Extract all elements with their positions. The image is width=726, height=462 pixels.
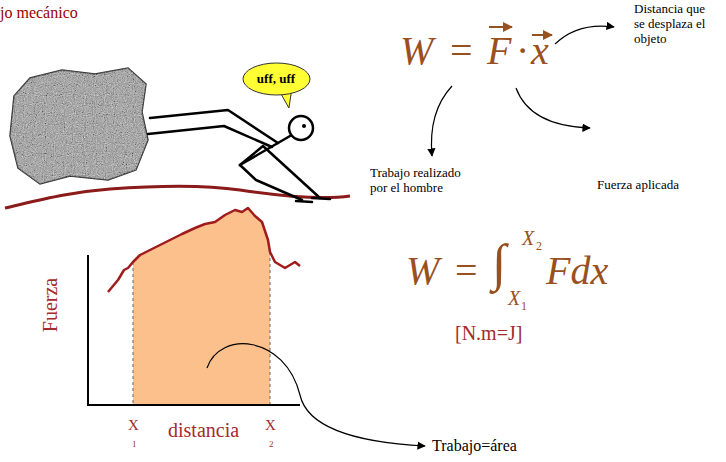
annotation: Trabajo realizado por el hombre [370,166,478,196]
integral-limit: 2 [536,240,542,253]
force-curve [108,208,300,292]
annotation: Distancia que se desplaza el objeto [634,2,718,47]
axis-tick: 1 [132,440,137,449]
integral-limit: X [508,288,520,309]
axis-label: Fuerza [40,278,61,332]
rock [10,68,148,184]
formula-symbol: = [455,250,478,292]
vector-arrow [489,26,512,28]
axis-tick: 2 [269,440,274,449]
integral-limit: 1 [521,300,527,313]
leader-arrow [516,88,590,128]
axis [88,255,300,405]
bubble-joint [281,91,290,92]
formula-symbol: · [516,30,529,72]
integral-sign: ∫ [492,236,506,291]
annotation: Trabajo=área [432,438,517,455]
formula-symbol: W [406,250,439,292]
formula-symbol: F [487,30,511,72]
axis-tick: X [265,418,276,434]
axis-tick: X [128,418,139,434]
leader-arrow [207,344,425,446]
work-area [133,208,270,405]
leader-arrow [431,86,452,156]
rock-texture [10,68,148,184]
formula-symbol: = [450,30,473,72]
integral-limit: X [522,228,534,249]
unit-label: [N.m=J] [455,323,522,344]
leader-arrow [555,26,614,44]
speech-bubble: uff, uff [242,62,311,96]
annotation: Fuerza aplicada [597,178,679,192]
limit-line [133,262,134,405]
formula-symbol: W [400,30,433,72]
slide-title: jo mecánico [0,4,78,22]
speech-text: uff, uff [242,71,311,87]
limit-line [270,252,271,405]
bubble-body [243,63,310,95]
stick-figure [148,110,330,202]
formula-symbol: Fdx [546,250,608,292]
formula-symbol: x [531,30,549,72]
axis-label: distancia [168,420,239,441]
